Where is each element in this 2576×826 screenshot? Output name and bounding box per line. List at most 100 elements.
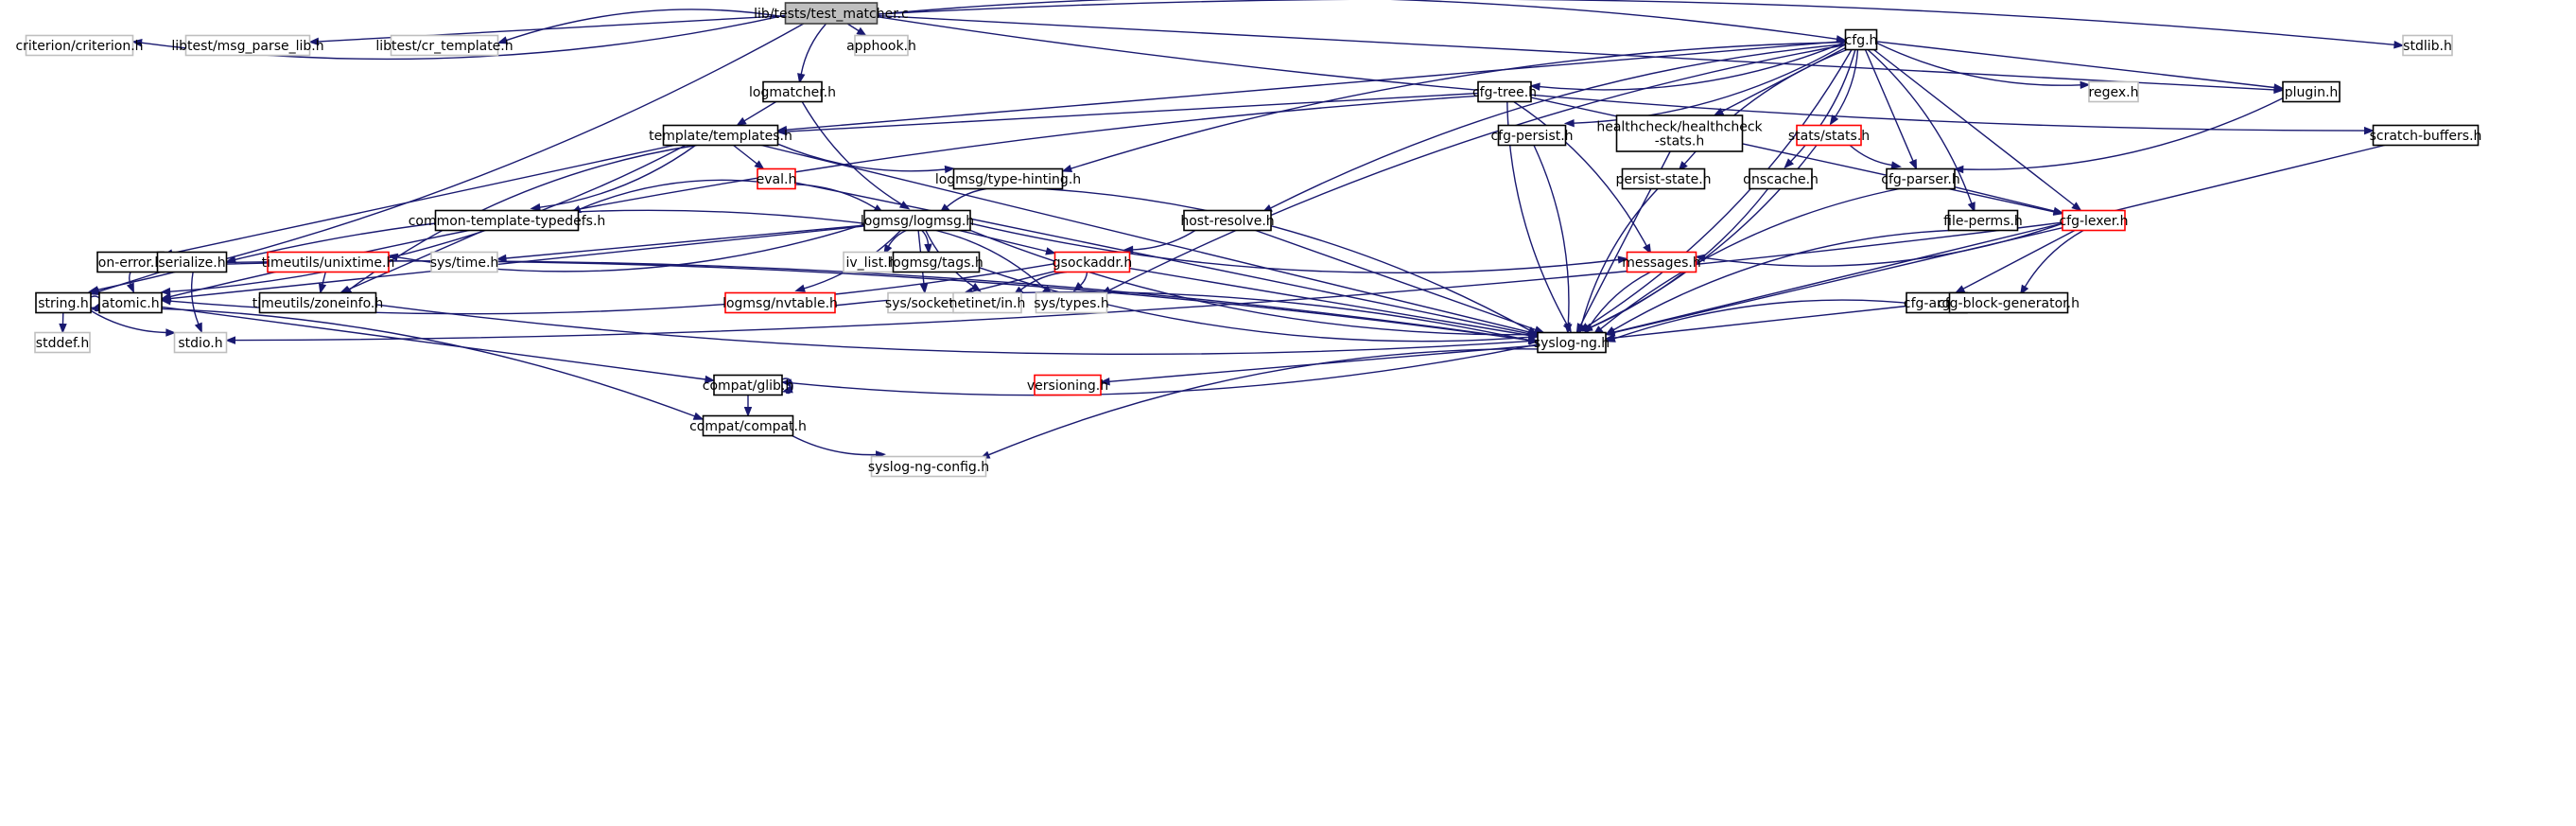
arrowhead-icon [1529, 82, 1540, 91]
edge-templates-to-commontemplate [530, 144, 697, 212]
node-templates[interactable]: template/templates.h [649, 124, 792, 147]
node-compat[interactable]: compat/compat.h [689, 414, 807, 437]
edge-line [90, 307, 695, 417]
edge-root-to-stdlib [877, 0, 2405, 49]
node-box [2402, 34, 2453, 57]
node-cfgtree[interactable]: cfg-tree.h [1472, 80, 1537, 103]
edge-glib-to-glib [781, 378, 793, 395]
node-atomic[interactable]: atomic.h [98, 291, 163, 314]
arrowhead-icon [59, 323, 67, 334]
edge-line [786, 40, 1846, 131]
arrowhead-icon [1908, 159, 1918, 170]
edge-line [792, 434, 877, 456]
node-typehinting[interactable]: logmsg/type-hinting.h [935, 167, 1081, 190]
edge-line [1586, 49, 1853, 327]
arrowhead-icon [1527, 331, 1540, 340]
node-systime: sys/time.h [430, 251, 498, 273]
edge-line [988, 348, 1539, 456]
node-logmatcher[interactable]: logmatcher.h [749, 80, 836, 103]
node-ivlist: iv_list.h [843, 251, 899, 273]
node-logmsg[interactable]: logmsg/logmsg.h [861, 209, 974, 232]
node-box [952, 291, 1022, 314]
node-dnscache[interactable]: dnscache.h [1743, 167, 1819, 190]
node-box [434, 209, 580, 232]
node-scratch[interactable]: scratch-buffers.h [2370, 124, 2482, 147]
node-commontemplate[interactable]: common-template-typedefs.h [409, 209, 606, 232]
node-persiststate[interactable]: persist-state.h [1615, 167, 1712, 190]
edge-line [375, 304, 1530, 356]
node-label: messages.h [1622, 255, 1701, 271]
node-box [757, 167, 796, 190]
node-box [430, 251, 498, 273]
edge-line [781, 378, 793, 395]
arrowhead-icon [1605, 334, 1616, 343]
edge-line [1613, 299, 1950, 340]
node-label: regex.h [2089, 85, 2139, 100]
edge-line [1132, 229, 1196, 251]
node-syssocket: sys/socket.h [885, 291, 966, 314]
node-label: cfg-persist.h [1490, 129, 1573, 144]
nodes-layer: lib/tests/test_matcher.ccriterion/criter… [15, 2, 2482, 478]
arrowhead-icon [856, 26, 867, 37]
node-zoneinfo[interactable]: timeutils/zoneinfo.h [252, 291, 384, 314]
node-cfgpersist[interactable]: cfg-persist.h [1490, 124, 1574, 147]
edge-line [318, 15, 786, 43]
node-label: stddef.h [36, 336, 89, 351]
node-messages[interactable]: messages.h [1622, 251, 1701, 273]
node-syslogngconfig: syslog-ng-config.h [868, 455, 989, 478]
node-label: lib/tests/test_matcher.c [754, 7, 909, 22]
edge-line [1255, 229, 1537, 331]
node-cfglexer[interactable]: cfg-lexer.h [2059, 209, 2129, 232]
arrowhead-icon [754, 160, 765, 170]
node-syslogng[interactable]: syslog-ng.h [1534, 331, 1610, 354]
node-label: serialize.h [158, 255, 225, 271]
node-fileperms[interactable]: file-perms.h [1943, 209, 2023, 232]
node-label: syslog-ng-config.h [868, 460, 989, 475]
node-hostresolve[interactable]: host-resolve.h [1180, 209, 1275, 232]
edge-line [971, 271, 1055, 292]
node-label: timeutils/zoneinfo.h [252, 296, 384, 311]
edge-messages-to-syslogng [1583, 271, 1651, 336]
node-serialize[interactable]: serialize.h [156, 251, 228, 273]
node-cfgparser[interactable]: cfg-parser.h [1881, 167, 1960, 190]
node-tags[interactable]: logmsg/tags.h [889, 251, 983, 273]
node-eval[interactable]: eval.h [757, 167, 797, 190]
edge-line [1954, 186, 2055, 212]
node-cfg[interactable]: cfg.h [1845, 28, 1878, 51]
node-stats[interactable]: stats/stats.h [1788, 124, 1870, 147]
node-box [25, 34, 134, 57]
node-apphook: apphook.h [846, 34, 916, 57]
node-healthcheck[interactable]: healthcheck/healthcheck-stats.h [1596, 114, 1764, 152]
node-label: cfg-parser.h [1881, 172, 1960, 187]
node-box [1621, 167, 1706, 190]
node-nvtable[interactable]: logmsg/nvtable.h [722, 291, 838, 314]
node-label: cfg.h [1845, 33, 1878, 48]
edge-line [1533, 145, 1570, 325]
node-label: compat/glib.h [703, 378, 793, 394]
node-root[interactable]: lib/tests/test_matcher.c [754, 2, 909, 25]
node-label: logmsg/nvtable.h [722, 296, 838, 311]
arrowhead-icon [160, 297, 171, 306]
arrowhead-icon [2019, 284, 2029, 296]
node-cfgblockgen[interactable]: cfg-block-generator.h [1938, 291, 2080, 314]
arrowhead-icon [194, 322, 202, 334]
node-plugin[interactable]: plugin.h [2282, 80, 2341, 103]
edge-serialize-to-syslogng [226, 260, 1540, 344]
edge-line [539, 144, 697, 208]
node-label: sys/socket.h [885, 296, 966, 311]
node-string[interactable]: string.h [35, 291, 92, 314]
arrowhead-icon [794, 284, 806, 292]
node-unixtime[interactable]: timeutils/unixtime.h [262, 251, 395, 273]
node-label: stdlib.h [2403, 39, 2452, 54]
node-box [184, 34, 311, 57]
edge-cfg-to-cfgpersist [1563, 44, 1846, 128]
node-gsockaddr[interactable]: gsockaddr.h [1053, 251, 1132, 273]
arrowhead-icon [1954, 285, 1966, 294]
edge-glib-to-compat [743, 395, 753, 417]
edge-line [958, 229, 1047, 253]
node-glib[interactable]: compat/glib.h [703, 374, 793, 396]
node-versioning[interactable]: versioning.h [1027, 374, 1108, 396]
node-onerror[interactable]: on-error.h [96, 251, 165, 273]
arrowhead-icon [1967, 202, 1976, 213]
arrowhead-icon [919, 283, 929, 294]
